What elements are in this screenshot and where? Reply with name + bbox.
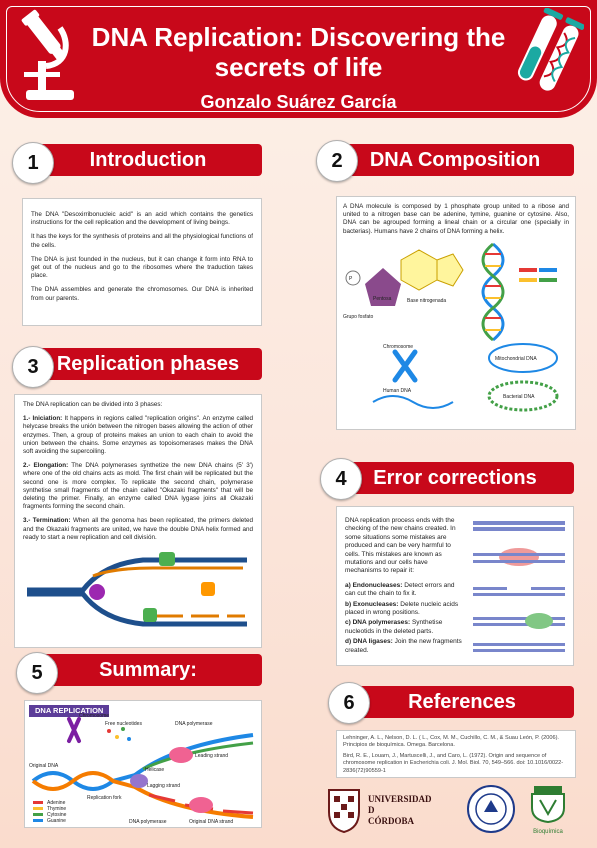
intro-number: 1	[12, 142, 54, 184]
intro-para-3: The DNA is just founded in the nucleus, …	[31, 255, 253, 280]
errors-intro: DNA replication process ends with the ch…	[345, 517, 456, 575]
phosphate-shape	[345, 270, 361, 286]
biochemistry-logo: Bioquímica	[526, 784, 570, 836]
reference-item: Lehninger, A. L., Nelson, D. L. ( L., Co…	[343, 735, 559, 749]
pentose-label: Pentosa	[373, 296, 392, 302]
biochemistry-crest-icon	[531, 786, 565, 824]
composition-banner: DNA Composition	[336, 144, 574, 176]
composition-text: A DNA molecule is composed by 1 phosphat…	[343, 203, 569, 235]
replication-title: Replication phases	[56, 352, 240, 375]
base-label: Base nitrogenada	[407, 298, 446, 304]
reference-item: Bird, R. E., Louarn, J., Martuscelli, J.…	[343, 752, 564, 774]
replication-banner: Replication phases	[34, 348, 262, 380]
phase-2: 2.- Elongation: The DNA polymerases synt…	[23, 462, 253, 511]
errors-list: a) Endonucleases: Detect errors and can …	[345, 582, 463, 655]
phosphate-label: Grupo fosfato	[343, 314, 374, 320]
logo-text-line-3: CÓRDOBA	[368, 816, 415, 826]
chromosome-icon	[67, 717, 81, 743]
microscope-icon	[21, 9, 74, 100]
intro-para-4: The DNA assembles and generate the chrom…	[31, 286, 253, 302]
errors-number: 4	[320, 458, 362, 500]
chromosome-label: Chromosome	[383, 344, 413, 350]
nitrogen-base-shape	[400, 249, 464, 291]
pentose-shape	[365, 267, 401, 306]
summary-number: 5	[16, 652, 58, 694]
poster-header: DNA Replication: Discovering the secrets…	[0, 0, 597, 118]
university-shield-icon	[328, 789, 360, 834]
references-title: References	[408, 690, 516, 713]
lbl-original-dna: Original DNA	[29, 763, 59, 769]
svg-text:P: P	[349, 276, 353, 282]
summary-title: Summary:	[99, 658, 197, 681]
error-item: d) DNA ligases: Join the new fragments c…	[345, 638, 462, 654]
error-item: b) Exonucleases: Delete nucleic acids pl…	[345, 600, 459, 617]
lbl-replication-fork: Replication fork	[87, 795, 122, 801]
mito-dna-shape	[488, 342, 558, 373]
lbl-dna-polymerase: DNA polymerase	[175, 721, 213, 727]
mito-label: Mitochondrial DNA	[495, 356, 537, 362]
helix-icon	[481, 242, 505, 341]
replication-box: The DNA replication can be divided into …	[14, 394, 262, 648]
chromosome-icon	[392, 349, 418, 383]
bacterial-dna-shape	[487, 380, 559, 412]
lbl-lagging-strand: Lagging strand	[147, 783, 180, 789]
bact-label: Bacterial DNA	[503, 394, 535, 400]
human-dna-label: Human DNA	[383, 388, 412, 394]
header-border	[6, 6, 591, 112]
legend-item: Cytosine	[47, 812, 67, 818]
dna-composition-diagram: P Grupo fosfato Pentosa Base nitrogenada…	[343, 242, 559, 412]
lbl-leading-strand: Leading strand	[195, 753, 228, 759]
composition-number: 2	[316, 140, 358, 182]
legend-item: Guanine	[47, 818, 66, 824]
lbl-original-dna-strand: Original DNA strand	[189, 819, 233, 825]
replication-fork-diagram	[27, 552, 247, 627]
poster-title: DNA Replication: Discovering the secrets…	[91, 22, 506, 82]
lbl-dna-polymerase-2: DNA polymerase	[129, 819, 167, 825]
composition-box: A DNA molecule is composed by 1 phosphat…	[336, 196, 576, 430]
composition-title: DNA Composition	[369, 148, 541, 171]
lbl-chromosome: Chromosome	[79, 713, 109, 719]
error-item: c) DNA polymerases: Synthetise nucleotid…	[345, 619, 443, 635]
intro-title: Introduction	[89, 148, 207, 171]
biochemistry-label: Bioquímica	[533, 829, 563, 835]
dna-repair-diagram	[473, 521, 565, 652]
errors-banner: Error corrections	[336, 462, 574, 494]
replication-intro: The DNA replication can be divided into …	[23, 401, 163, 408]
errors-title: Error corrections	[373, 466, 537, 489]
phase-1: 1.- Iniciation: It happens in regions ca…	[23, 415, 254, 456]
references-number: 6	[328, 682, 370, 724]
error-item: a) Endonucleases: Detect errors and can …	[345, 581, 455, 598]
references-banner: References	[350, 686, 574, 718]
dna-replication-figure: Chromosome Free nucleotides DNA polymera…	[29, 713, 254, 825]
poster-author: Gonzalo Suárez García	[200, 92, 397, 112]
references-box: Lehninger, A. L., Nelson, D. L. ( L., Co…	[336, 730, 576, 778]
university-logo: UNIVERSIDAD D CÓRDOBA	[326, 786, 436, 836]
errors-box: DNA replication process ends with the ch…	[336, 506, 574, 666]
lbl-helicase: Helicase	[145, 767, 164, 773]
logo-text-line-1: UNIVERSIDAD	[368, 794, 432, 804]
phase-3: 3.- Termination: When all the genoma has…	[23, 517, 254, 541]
faculty-seal-icon	[467, 785, 515, 833]
test-tubes-icon	[517, 8, 584, 91]
intro-box: The DNA "Desoxirribonucleic acid" is an …	[22, 198, 262, 326]
intro-para-1: The DNA "Desoxirribonucleic acid" is an …	[31, 211, 253, 227]
logo-text-line-2: D	[368, 805, 375, 815]
legend-item: Adenine	[47, 800, 66, 806]
intro-banner: Introduction	[34, 144, 262, 176]
summary-figure-heading: DNA REPLICATION	[29, 705, 110, 718]
intro-para-2: It has the keys for the synthesis of pro…	[31, 233, 253, 249]
summary-figure-box: DNA REPLICATION Chromosome Free nucleoti…	[24, 700, 262, 828]
summary-banner: Summary:	[34, 654, 262, 686]
legend-item: Thymine	[47, 806, 66, 812]
lbl-free-nucleotides: Free nucleotides	[105, 721, 142, 727]
replication-number: 3	[12, 346, 54, 388]
